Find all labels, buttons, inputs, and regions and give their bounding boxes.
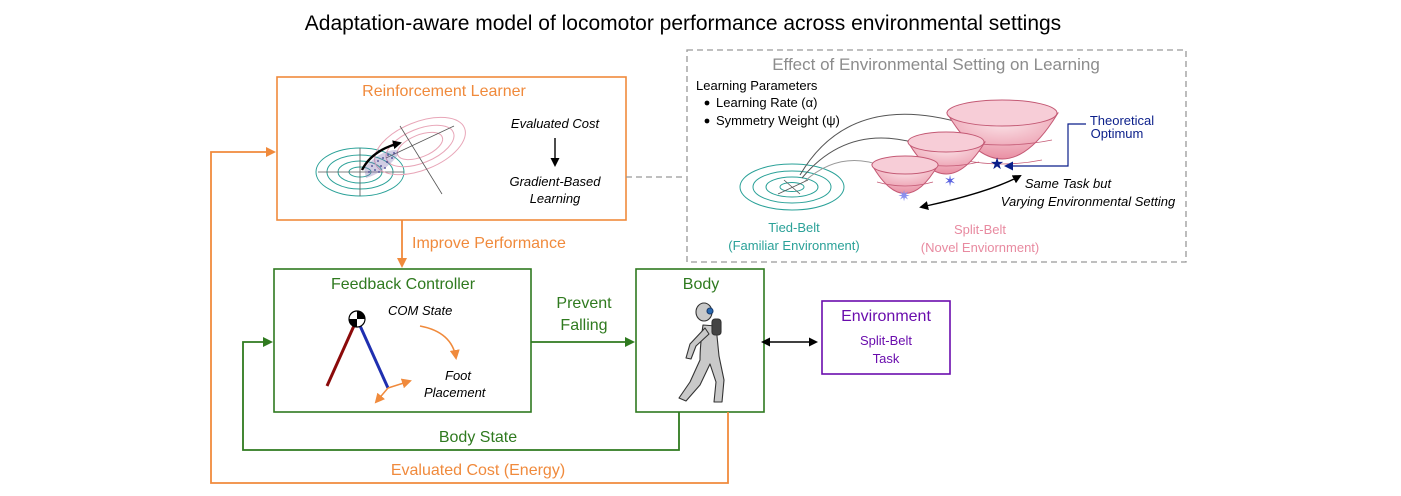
walking-person-icon (678, 302, 725, 403)
effect-panel-title: Effect of Environmental Setting on Learn… (772, 55, 1100, 74)
gradient-contour-icon (315, 116, 466, 197)
same-task-line1: Same Task but (1025, 176, 1113, 191)
com-state-label: COM State (388, 303, 452, 318)
prevent-falling-line1: Prevent (556, 295, 612, 312)
feedback-controller-box: Feedback Controller COM State Foot Place… (273, 268, 532, 413)
split-belt-star-icon-2: ✷ (898, 188, 911, 205)
com-to-foot-arrow (419, 325, 460, 360)
evaluated-cost-loop (210, 147, 729, 484)
environment-box: Environment Split-Belt Task (821, 300, 951, 375)
optimum-pointer-arrow (1004, 123, 1086, 171)
reinforcement-learner-title: Reinforcement Learner (362, 83, 526, 100)
tied-belt-line1: Tied-Belt (768, 220, 820, 235)
body-title: Body (683, 276, 719, 293)
foot-placement-line1: Foot (445, 368, 472, 383)
evaluated-cost-label: Evaluated Cost (511, 116, 601, 131)
learning-rate-param: Learning Rate (α) (716, 95, 817, 110)
split-belt-line2: (Novel Enviornment) (921, 240, 1040, 255)
diagram-title: Adaptation-aware model of locomotor perf… (305, 12, 1061, 35)
body-state-label: Body State (439, 429, 517, 446)
body-box: Body (635, 268, 765, 413)
gradient-learning-line1: Gradient-Based (509, 174, 601, 189)
evaluated-cost-energy-label: Evaluated Cost (Energy) (391, 462, 565, 479)
prevent-falling-line2: Falling (560, 317, 607, 334)
symmetry-weight-param: Symmetry Weight (ψ) (716, 113, 840, 128)
gradient-learning-line2: Learning (530, 191, 581, 206)
environment-task-line2: Task (873, 351, 900, 366)
same-task-arrow (919, 175, 1022, 210)
split-belt-line1: Split-Belt (954, 222, 1006, 237)
cost-landscape-bowls (871, 99, 1059, 194)
optimum-star-icon: ★ (990, 156, 1004, 173)
foot-placement-line2: Placement (424, 385, 487, 400)
theoretical-optimum-line1: Theoretical (1090, 113, 1154, 128)
environment-task-line1: Split-Belt (860, 333, 912, 348)
feedback-controller-title: Feedback Controller (331, 276, 476, 293)
environment-title: Environment (841, 308, 931, 325)
same-task-line2: Varying Environmental Setting (1001, 194, 1176, 209)
learning-params-heading: Learning Parameters (696, 78, 818, 93)
split-belt-star-icon: ✶ (944, 173, 957, 190)
inverted-pendulum-icon (325, 310, 412, 404)
effect-panel: Effect of Environmental Setting on Learn… (686, 49, 1187, 263)
reinforcement-learner-box: Reinforcement Learner (276, 76, 627, 221)
theoretical-optimum-line2: Optimum (1091, 126, 1144, 141)
tied-belt-contour-icon (739, 163, 845, 211)
tied-belt-line2: (Familiar Environment) (728, 238, 859, 253)
body-state-loop (242, 337, 680, 451)
improve-performance-label: Improve Performance (412, 235, 566, 252)
